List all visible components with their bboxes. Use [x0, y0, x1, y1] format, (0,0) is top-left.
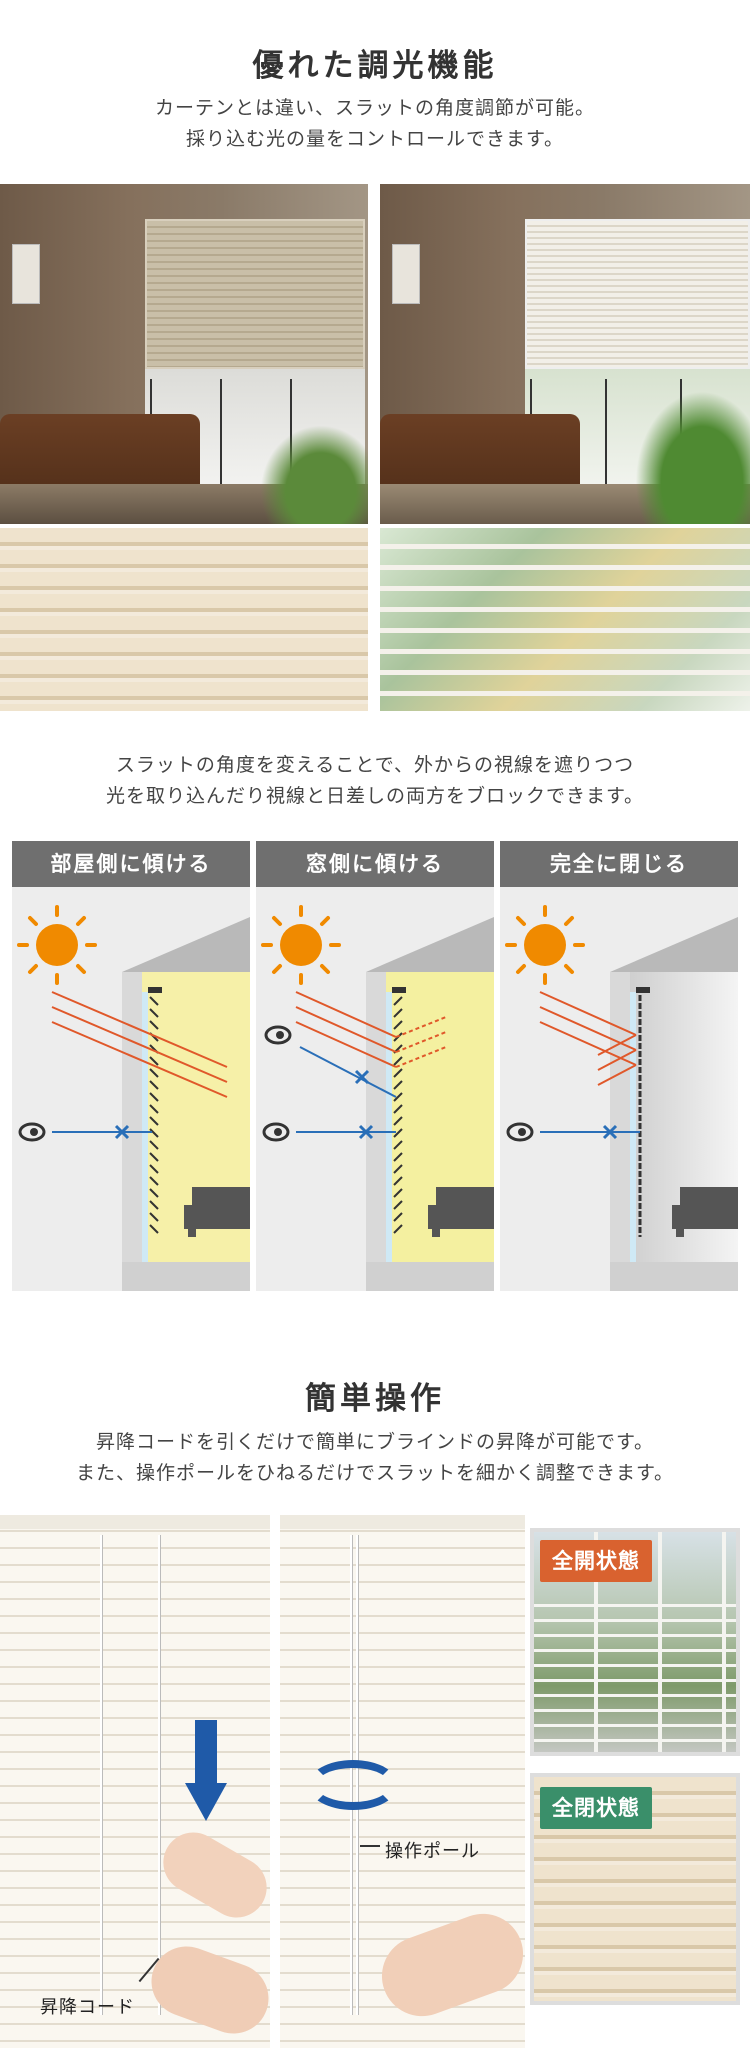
cord-photo: 昇降コード — [0, 1515, 270, 2048]
panel-label: 完全に閉じる — [500, 841, 738, 887]
lead-line-1: カーテンとは違い、スラットの角度調節が可能。 — [154, 97, 595, 119]
sun-icon — [505, 905, 585, 985]
section-lead: カーテンとは違い、スラットの角度調節が可能。 採り込む光の量をコントロールできま… — [0, 93, 750, 155]
cord-label: 昇降コード — [40, 1997, 135, 2018]
diagram-panel-fully-closed: 完全に閉じる — [500, 841, 738, 1291]
fully-closed-diagram — [505, 905, 738, 1291]
rotate-icon — [308, 1760, 398, 1810]
panel-label: 窓側に傾ける — [256, 841, 494, 887]
section3-lead: 昇降コードを引くだけで簡単にブラインドの昇降が可能です。 また、操作ポールをひね… — [0, 1427, 750, 1489]
section-title-dimming: 優れた調光機能 — [252, 48, 498, 84]
lead-line-2: 光を取り込んだり視線と日差しの両方をブロックできます。 — [105, 785, 645, 807]
sofa-icon — [184, 1187, 250, 1237]
window-side-diagram — [261, 905, 494, 1291]
diagram-panel-room-side: 部屋側に傾ける — [12, 841, 250, 1291]
lead-line-1: 昇降コードを引くだけで簡単にブラインドの昇降が可能です。 — [95, 1431, 655, 1453]
pole-photo: 操作ポール — [280, 1515, 525, 2048]
slats-closeup-open — [380, 528, 750, 711]
eye-icon — [264, 1025, 292, 1045]
diagram-panel-window-side: 窓側に傾ける — [256, 841, 494, 1291]
room-photo-open — [380, 184, 750, 524]
badge-closed-state: 全閉状態 — [540, 1787, 652, 1829]
lead-line-2: 採り込む光の量をコントロールできます。 — [185, 128, 565, 150]
lead-line-2: また、操作ポールをひねるだけでスラットを細かく調整できます。 — [75, 1462, 675, 1484]
room-photo-closed — [0, 184, 368, 524]
section2-lead: スラットの角度を変えることで、外からの視線を遮りつつ 光を取り込んだり視線と日差… — [0, 750, 750, 812]
section-title-easy-operation: 簡単操作 — [305, 1381, 445, 1417]
slats-closeup-closed — [0, 528, 368, 711]
badge-open-state: 全開状態 — [540, 1540, 652, 1582]
sun-icon — [17, 905, 97, 985]
eye-icon — [262, 1122, 290, 1142]
open-state-photo: 全開状態 — [530, 1528, 740, 1756]
lead-line-1: スラットの角度を変えることで、外からの視線を遮りつつ — [115, 754, 635, 776]
room-side-diagram — [17, 905, 250, 1291]
arrow-down-icon — [185, 1783, 227, 1821]
sofa-icon — [428, 1187, 494, 1237]
panel-label: 部屋側に傾ける — [12, 841, 250, 887]
eye-icon — [506, 1122, 534, 1142]
sofa-icon — [672, 1187, 738, 1237]
pole-label: 操作ポール — [385, 1841, 480, 1862]
sun-icon — [261, 905, 341, 985]
closed-state-photo: 全閉状態 — [530, 1773, 740, 2005]
eye-icon — [18, 1122, 46, 1142]
